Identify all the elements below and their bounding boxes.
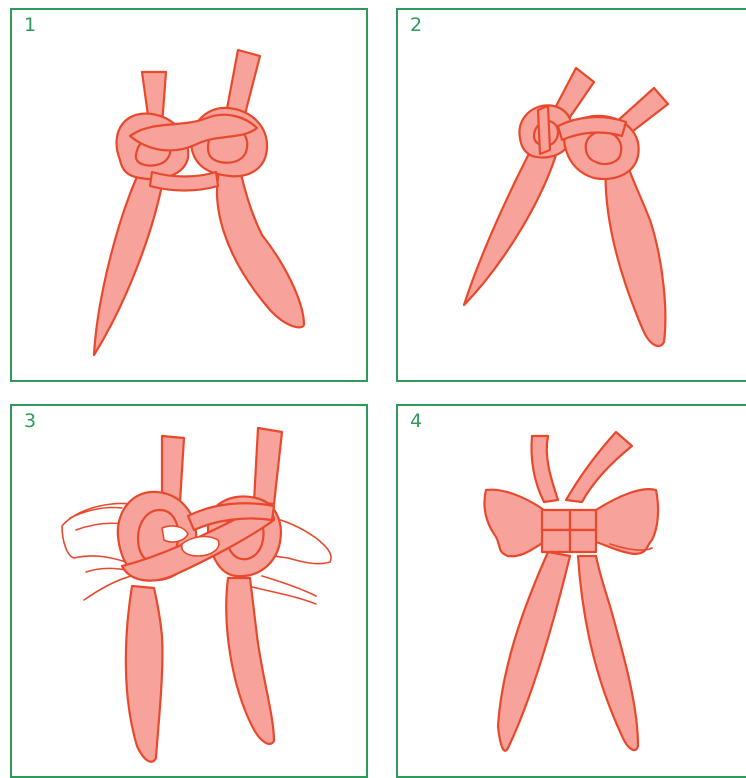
step-panel-4: 4	[396, 404, 746, 778]
ribbon-tail-left	[126, 586, 163, 762]
ribbon-tail-left	[498, 552, 570, 751]
ribbon-tail-right	[605, 160, 665, 346]
finished-bow-illustration	[398, 406, 746, 778]
step-panel-1: 1	[10, 8, 368, 382]
knot-block	[570, 510, 596, 530]
ribbon-knot-tightened-illustration	[398, 10, 746, 382]
ribbon-tail-left	[464, 148, 556, 305]
ribbon-tail-right	[578, 556, 638, 750]
ribbon-tail-left	[94, 170, 164, 355]
bow-wing-left	[484, 490, 544, 557]
ribbon-loops-crossed-illustration	[12, 10, 368, 382]
ribbon-strap-right	[566, 432, 632, 502]
ribbon-bottom-band	[150, 172, 218, 191]
step-panel-3: 3	[10, 404, 368, 778]
ribbon-upright-left	[538, 106, 550, 154]
knot-block	[542, 530, 570, 552]
ribbon-tail-right	[226, 578, 274, 744]
knot-block	[542, 510, 570, 530]
knot-block	[570, 530, 596, 552]
ribbon-tail-right	[217, 160, 304, 327]
hands-pulling-loops-illustration	[12, 406, 368, 778]
finger	[162, 526, 188, 542]
ribbon-strap-left	[532, 436, 559, 502]
bow-wing-right	[596, 489, 658, 554]
ribbon-strap-left	[162, 436, 184, 502]
ribbon-strap-right	[254, 428, 282, 504]
step-panel-2: 2	[396, 8, 746, 382]
